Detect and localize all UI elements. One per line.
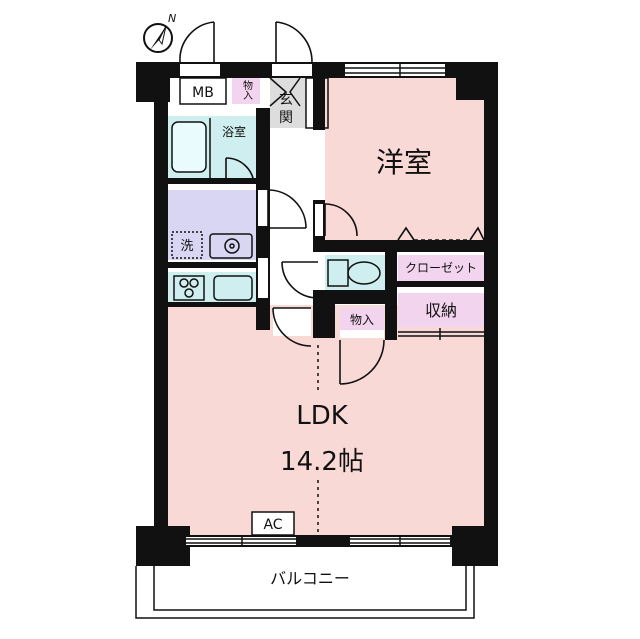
ldk-size-label: 14.2帖 [280,447,364,477]
fixtures [171,77,381,536]
toilet-floor [325,255,385,291]
top-storage-label: 物入 [241,79,253,100]
windows [186,64,484,547]
balcony-outline [135,566,475,619]
storage-small-label: 物入 [350,313,374,327]
storage-floor [398,293,484,327]
ldk-floor [166,305,484,535]
washer-label: 洗 [180,239,193,254]
storage-label: 収納 [425,301,457,320]
shoebox-label-2: 足 [313,94,324,107]
compass-north-label: N [168,12,176,25]
doors [179,21,485,385]
western-room-floor [325,78,485,240]
western-room-label: 洋室 [376,146,432,179]
entrance-floor [270,78,306,128]
bath-label: 浴室 [222,124,246,139]
compass-icon: N [143,12,176,53]
closet-floor [398,255,484,281]
storage-small-floor [340,308,384,330]
wash-floor [168,190,256,260]
meter-box-label: MB [192,85,214,101]
closet-label: クローゼット [405,261,477,275]
entrance-label-1: 玄 [279,91,293,108]
ldk-label: LDK [296,401,349,431]
entrance-label-2: 関 [279,110,293,126]
air-conditioner-label: AC [263,517,282,533]
shoebox-label-1: 下 [313,80,324,93]
top-storage-floor [232,78,260,104]
balcony-label: バルコニー [270,569,350,588]
shoebox-label-3: 入 [313,108,324,121]
